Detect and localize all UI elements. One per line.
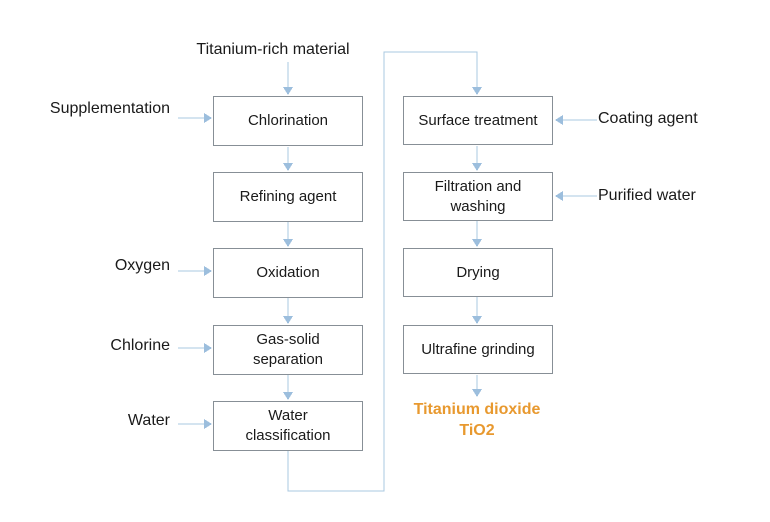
arrowhead-oxygen bbox=[204, 266, 212, 276]
product-output-label: Titanium dioxide TiO2 bbox=[413, 401, 541, 439]
arrowhead-into-filtration bbox=[472, 163, 482, 171]
arrowhead-into-ultrafine bbox=[472, 316, 482, 324]
node-filtration-washing: Filtration and washing bbox=[403, 172, 553, 221]
node-drying: Drying bbox=[403, 248, 553, 297]
input-label-chlorine: Chlorine bbox=[110, 337, 170, 354]
arrowhead-into-gassolid bbox=[283, 316, 293, 324]
arrowhead-chlorine bbox=[204, 343, 212, 353]
node-oxidation: Oxidation bbox=[213, 248, 363, 298]
node-ultrafine-grinding: Ultrafine grinding bbox=[403, 325, 553, 374]
node-gas-solid-separation: Gas-solid separation bbox=[213, 325, 363, 375]
input-label-coating-agent: Coating agent bbox=[598, 110, 698, 127]
arrowhead-coating-agent bbox=[555, 115, 563, 125]
node-surface-treatment: Surface treatment bbox=[403, 96, 553, 145]
node-refining-agent: Refining agent bbox=[213, 172, 363, 222]
source-material-label: Titanium-rich material bbox=[196, 41, 350, 58]
arrowhead-into-drying bbox=[472, 239, 482, 247]
input-label-purified-water: Purified water bbox=[598, 187, 696, 204]
arrowhead-into-chlorination bbox=[283, 87, 293, 95]
arrowhead-into-oxidation bbox=[283, 239, 293, 247]
input-label-water: Water bbox=[127, 412, 170, 429]
connector-lines bbox=[178, 51, 597, 492]
arrowhead-supplementation bbox=[204, 113, 212, 123]
edge-loop-waterclass-to-surface bbox=[287, 51, 478, 492]
input-label-supplementation: Supplementation bbox=[49, 100, 170, 117]
arrowhead-into-refining bbox=[283, 163, 293, 171]
input-label-oxygen: Oxygen bbox=[114, 257, 170, 274]
arrowhead-into-waterclass bbox=[283, 392, 293, 400]
arrowhead-into-product bbox=[472, 389, 482, 397]
arrowheads bbox=[204, 87, 563, 429]
arrowhead-water bbox=[204, 419, 212, 429]
arrowhead-into-surface bbox=[472, 87, 482, 95]
arrowhead-purified-water bbox=[555, 191, 563, 201]
node-water-classification: Water classification bbox=[213, 401, 363, 451]
node-chlorination: Chlorination bbox=[213, 96, 363, 146]
